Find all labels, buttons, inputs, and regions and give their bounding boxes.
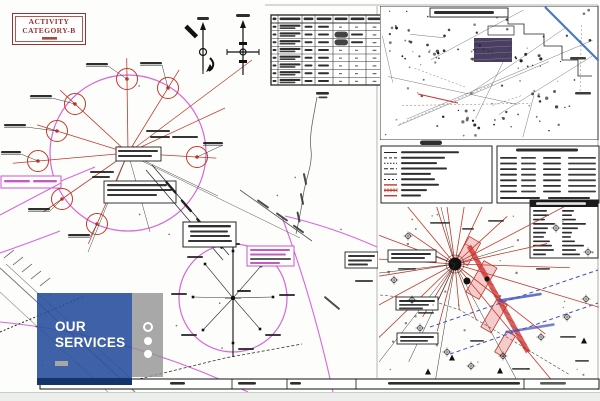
- services-underline: [55, 361, 68, 366]
- activity-line2: CATEGORY-B: [22, 25, 76, 35]
- activity-category-label: ACTIVITY CATEGORY-B: [15, 16, 83, 42]
- services-banner[interactable]: OUR SERVICES: [37, 293, 132, 385]
- carousel-dot-1-active-icon[interactable]: [142, 322, 153, 332]
- coordinate-table: [270, 14, 384, 99]
- activity-line1: ACTIVITY: [28, 17, 70, 26]
- activity-category-box: ACTIVITY CATEGORY-B: [12, 13, 86, 45]
- location-map: [380, 6, 599, 140]
- drawing-sheet: [0, 0, 600, 392]
- carousel-panel: [132, 293, 163, 377]
- carousel-dot-3-icon[interactable]: [143, 350, 152, 358]
- services-banner-footer: [37, 378, 132, 385]
- services-banner-text: OUR SERVICES: [55, 319, 125, 366]
- north-arrow-icon: [184, 14, 260, 75]
- traverse-plan: [379, 207, 599, 379]
- sheet-bottom-margin: [0, 392, 600, 401]
- activity-subtitle-blur: [41, 37, 57, 40]
- services-line1: OUR: [55, 319, 86, 334]
- legend-panel: [380, 140, 600, 204]
- services-line2: SERVICES: [55, 335, 126, 350]
- data-sheet-panel: [529, 199, 599, 259]
- carousel-dot-2-icon[interactable]: [143, 337, 152, 345]
